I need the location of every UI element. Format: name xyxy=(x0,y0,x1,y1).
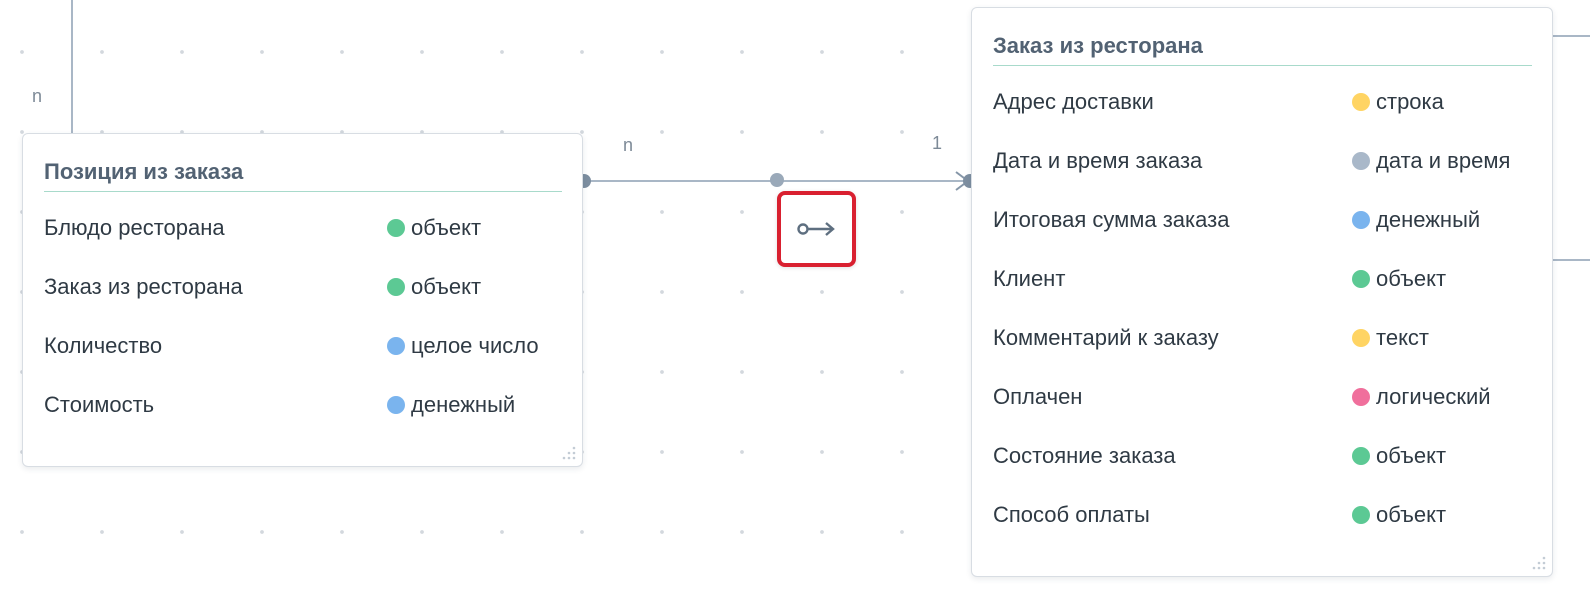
field-type-label: денежный xyxy=(411,391,516,417)
field-name: Заказ из ресторана xyxy=(44,273,243,299)
entity-title: Заказ из ресторана xyxy=(993,33,1532,66)
field-type: денежный xyxy=(387,392,515,418)
field-type-label: объект xyxy=(1376,265,1447,291)
field-type: объект xyxy=(1352,502,1446,528)
field-name: Количество xyxy=(44,332,163,358)
relation-type-button[interactable] xyxy=(777,191,856,267)
field-type: логический xyxy=(1352,384,1491,410)
field-type: дата и время xyxy=(1352,148,1510,174)
field-name: Состояние заказа xyxy=(993,442,1176,468)
type-color-dot xyxy=(1352,446,1370,465)
type-color-dot xyxy=(1352,328,1370,347)
field-type-label: текст xyxy=(1376,324,1430,350)
relation-arrow-icon xyxy=(796,222,835,236)
field-row[interactable]: Комментарий к заказу текст xyxy=(993,308,1532,367)
field-row[interactable]: Оплачен логический xyxy=(993,367,1532,426)
multiplicity-label-target: 1 xyxy=(932,133,943,153)
field-type-label: объект xyxy=(411,273,482,299)
type-color-dot xyxy=(387,277,405,296)
resize-handle-icon[interactable] xyxy=(562,446,576,460)
field-row[interactable]: Дата и время заказа дата и время xyxy=(993,131,1532,190)
field-type-label: целое число xyxy=(411,332,539,358)
type-color-dot xyxy=(1352,269,1370,288)
field-type-label: объект xyxy=(1376,442,1447,468)
field-type-label: денежный xyxy=(1376,206,1481,232)
type-color-dot xyxy=(1352,387,1370,406)
field-type-label: объект xyxy=(411,214,482,240)
field-type: денежный xyxy=(1352,207,1480,233)
field-row[interactable]: Способ оплаты объект xyxy=(993,485,1532,544)
field-name: Адрес доставки xyxy=(993,88,1154,114)
field-type: целое число xyxy=(387,333,539,359)
field-row[interactable]: Состояние заказа объект xyxy=(993,426,1532,485)
field-row[interactable]: Блюдо ресторана объект xyxy=(44,198,562,257)
type-color-dot xyxy=(1352,151,1370,170)
relation-mid-handle[interactable] xyxy=(770,173,784,187)
field-name: Комментарий к заказу xyxy=(993,324,1219,350)
field-name: Клиент xyxy=(993,265,1066,291)
field-type: объект xyxy=(1352,266,1446,292)
field-name: Оплачен xyxy=(993,383,1083,409)
field-type-label: строка xyxy=(1376,88,1444,114)
type-color-dot xyxy=(387,336,405,355)
resize-handle-icon[interactable] xyxy=(1532,556,1546,570)
field-name: Дата и время заказа xyxy=(993,147,1203,173)
field-type: объект xyxy=(387,274,481,300)
multiplicity-label-left-top: n xyxy=(32,86,43,106)
field-row[interactable]: Заказ из ресторана объект xyxy=(44,257,562,316)
multiplicity-label-source: n xyxy=(623,135,634,155)
field-type-label: логический xyxy=(1376,383,1491,409)
field-name: Способ оплаты xyxy=(993,501,1150,527)
field-row[interactable]: Итоговая сумма заказа денежный xyxy=(993,190,1532,249)
field-type: строка xyxy=(1352,89,1444,115)
type-color-dot xyxy=(387,218,405,237)
entity-title: Позиция из заказа xyxy=(44,159,562,192)
field-row[interactable]: Стоимость денежный xyxy=(44,375,562,434)
type-color-dot xyxy=(1352,92,1370,111)
field-name: Итоговая сумма заказа xyxy=(993,206,1230,232)
field-row[interactable]: Адрес доставки строка xyxy=(993,72,1532,131)
type-color-dot xyxy=(1352,505,1370,524)
field-type: текст xyxy=(1352,325,1429,351)
field-type-label: объект xyxy=(1376,501,1447,527)
field-type: объект xyxy=(1352,443,1446,469)
type-color-dot xyxy=(387,395,405,414)
field-row[interactable]: Количество целое число xyxy=(44,316,562,375)
field-row[interactable]: Клиент объект xyxy=(993,249,1532,308)
field-type-label: дата и время xyxy=(1376,147,1511,173)
field-name: Стоимость xyxy=(44,391,155,417)
field-type: объект xyxy=(387,215,481,241)
field-name: Блюдо ресторана xyxy=(44,214,225,240)
type-color-dot xyxy=(1352,210,1370,229)
